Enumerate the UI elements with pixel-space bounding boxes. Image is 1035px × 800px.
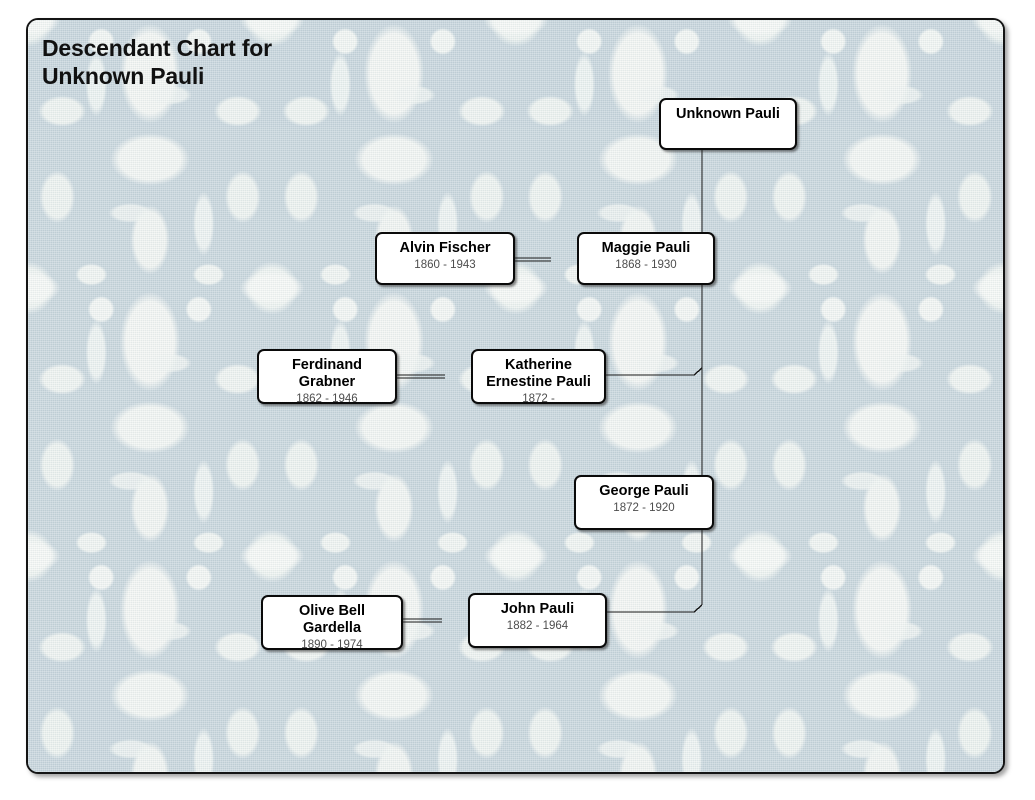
person-name: Alvin Fischer: [399, 240, 491, 256]
chart-frame: Descendant Chart for Unknown Pauli Unkno…: [26, 18, 1005, 774]
person-dates: 1890 - 1974: [301, 639, 363, 650]
person-box-george-pauli[interactable]: George Pauli 1872 - 1920: [574, 475, 714, 530]
person-name: Unknown Pauli: [676, 106, 780, 122]
person-dates: 1882 - 1964: [506, 620, 569, 633]
person-box-unknown-pauli[interactable]: Unknown Pauli: [659, 98, 797, 150]
person-name: Ferdinand Grabner: [291, 357, 363, 391]
person-name: John Pauli: [500, 601, 575, 617]
person-dates: 1862 - 1946: [296, 393, 358, 404]
person-box-maggie-pauli[interactable]: Maggie Pauli 1868 - 1930: [577, 232, 715, 285]
person-name: George Pauli: [599, 483, 689, 499]
person-dates: 1872 - 1920: [613, 502, 675, 515]
person-name: Olive Bell Gardella: [298, 603, 366, 637]
person-dates: 1868 - 1930: [615, 259, 677, 272]
person-box-john-pauli[interactable]: John Pauli 1882 - 1964: [468, 593, 607, 648]
person-dates: 1860 - 1943: [414, 259, 476, 272]
person-box-ferdinand-grabner[interactable]: Ferdinand Grabner 1862 - 1946: [257, 349, 397, 404]
person-box-olive-bell-gardella[interactable]: Olive Bell Gardella 1890 - 1974: [261, 595, 403, 650]
person-name: Katherine Ernestine Pauli: [486, 357, 591, 391]
person-dates: 1872 -: [522, 393, 555, 404]
person-box-katherine-ernestine-pauli[interactable]: Katherine Ernestine Pauli 1872 -: [471, 349, 606, 404]
page-title: Descendant Chart for Unknown Pauli: [42, 35, 272, 90]
person-name: Maggie Pauli: [601, 240, 691, 256]
person-box-alvin-fischer[interactable]: Alvin Fischer 1860 - 1943: [375, 232, 515, 285]
